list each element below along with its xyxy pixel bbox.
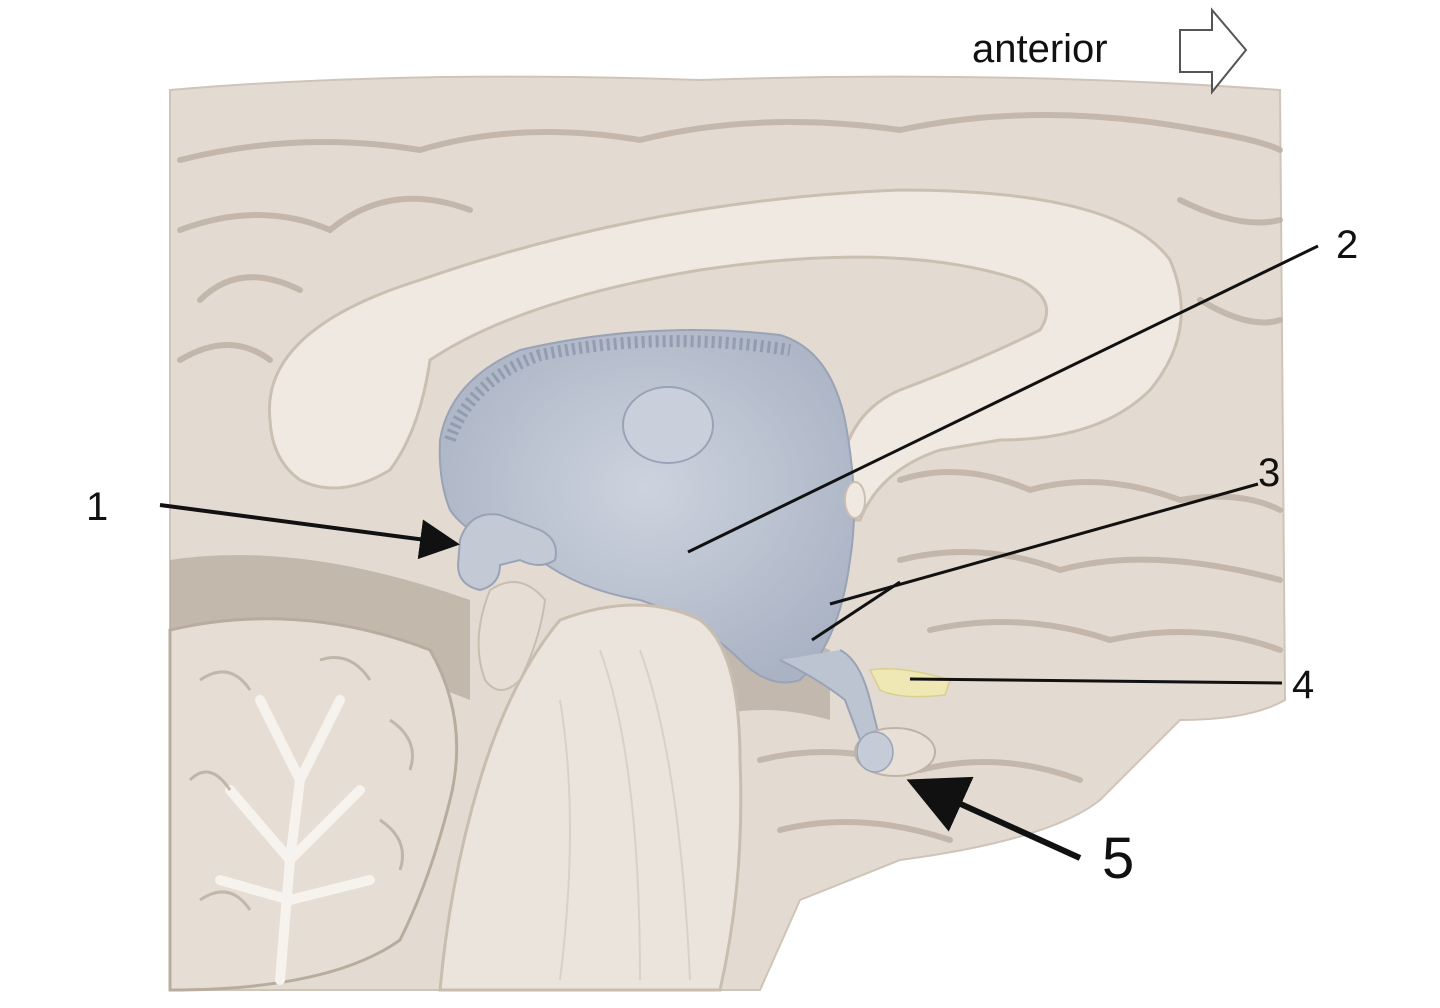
- leader-5: [906, 776, 1082, 861]
- leader-4: [909, 677, 1283, 685]
- brainstem: [438, 581, 743, 992]
- leader-1: [159, 503, 460, 560]
- leader-3b: [811, 580, 901, 642]
- orientation-label: anterior: [972, 27, 1108, 71]
- sulci: [177, 112, 1283, 843]
- optic-chiasm: [868, 668, 951, 698]
- outline-right-arrow-icon: [1179, 7, 1248, 95]
- label-4: 4: [1292, 663, 1314, 707]
- pituitary-gland: [854, 727, 936, 777]
- label-2: 2: [1336, 223, 1358, 267]
- third-ventricle: [438, 329, 882, 741]
- label-5: 5: [1102, 826, 1134, 891]
- leader-lines: [159, 244, 1319, 861]
- cerebellum: [168, 617, 459, 992]
- interthalamic-adhesion: [622, 386, 714, 464]
- leader-3: [829, 482, 1259, 606]
- label-1: 1: [86, 485, 108, 529]
- label-3: 3: [1258, 451, 1280, 495]
- arbor-vitae: [215, 695, 375, 985]
- leader-2: [687, 244, 1319, 554]
